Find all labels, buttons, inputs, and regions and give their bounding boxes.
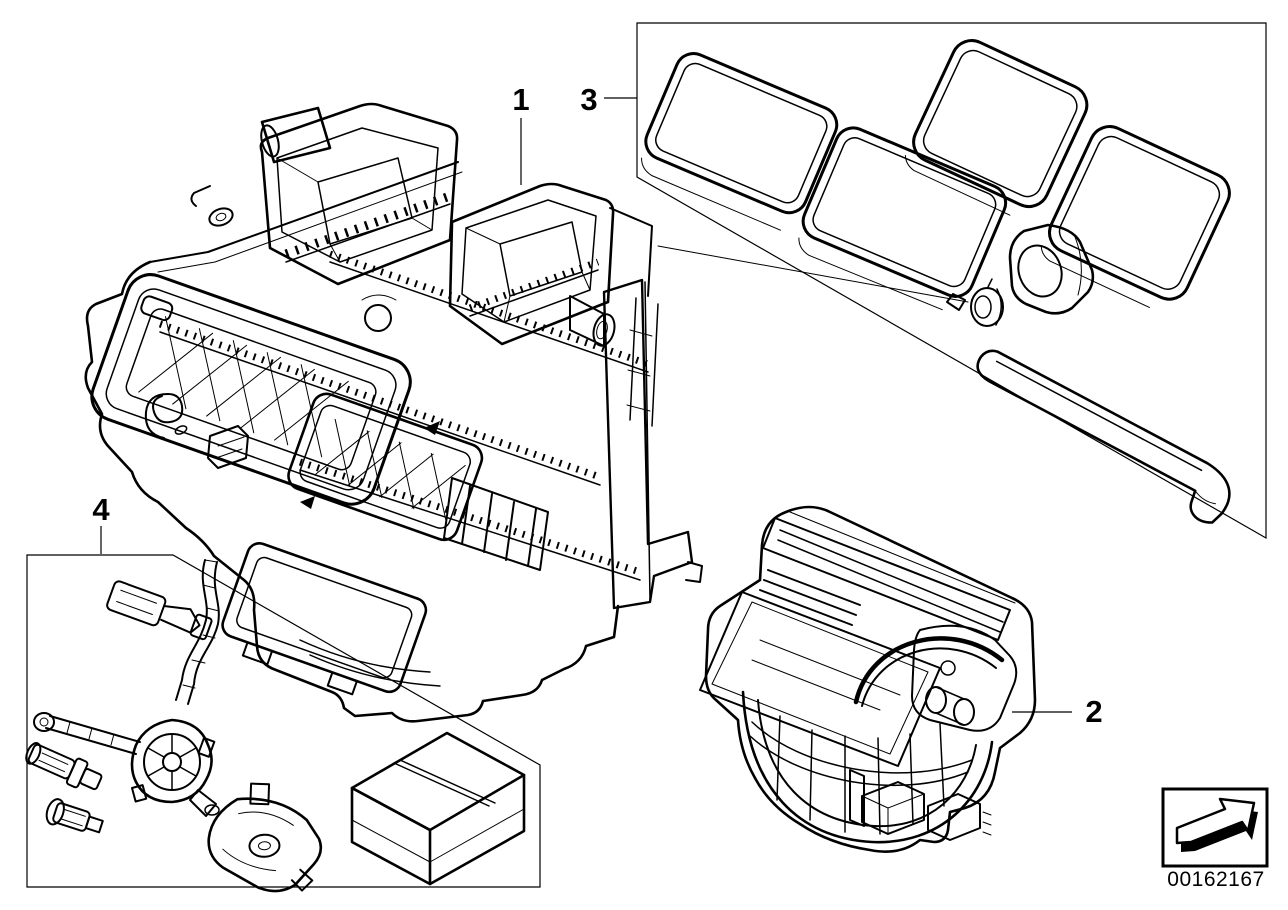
serrated-rails xyxy=(158,250,650,581)
microfilter-cover xyxy=(90,273,412,506)
side-bracket-panel xyxy=(602,278,703,610)
callout-1[interactable]: 1 xyxy=(512,82,529,117)
pipe-stub-right xyxy=(569,295,616,347)
parts-carton xyxy=(350,731,526,886)
mesh-hatch xyxy=(315,418,466,521)
housing-body-outline xyxy=(84,260,620,723)
mesh-hatch xyxy=(138,316,349,458)
group-boundary-4 xyxy=(26,554,541,888)
grommet xyxy=(946,278,1004,327)
blower-unit xyxy=(699,505,1037,853)
servo-motor-small xyxy=(207,782,323,893)
actuator-small-top xyxy=(106,580,213,641)
gasket-double-frame xyxy=(641,52,1008,311)
duct-opening-right xyxy=(448,182,615,346)
actuator-set-group xyxy=(25,554,541,893)
pipe-stub-top xyxy=(260,106,332,164)
spring-clip xyxy=(144,393,184,439)
bottom-tray xyxy=(221,542,428,696)
leader-line-grommet xyxy=(657,245,969,303)
gasket-square-upper xyxy=(904,39,1089,216)
blower-top-cover xyxy=(762,511,1016,641)
callout-4[interactable]: 4 xyxy=(92,492,110,527)
cable-plug xyxy=(25,742,103,791)
vent-louvers xyxy=(759,569,861,626)
heater-housing-assembly xyxy=(84,102,703,723)
control-rod xyxy=(175,559,220,705)
callout-3[interactable]: 3 xyxy=(580,82,597,117)
foam-sleeve-ring xyxy=(1008,223,1095,315)
blower-scroll xyxy=(741,690,994,844)
direction-arrow-icon xyxy=(1175,797,1258,852)
blower-filter-panel xyxy=(699,591,941,767)
wedge-bracket xyxy=(207,425,249,469)
callout-2[interactable]: 2 xyxy=(1085,694,1102,729)
footer-stamp: 00162167 xyxy=(1161,787,1269,891)
servo-motor-large xyxy=(130,718,220,817)
housing-right-column xyxy=(609,207,659,427)
blower-housing-outline xyxy=(704,505,1037,853)
callouts: 1 3 2 4 xyxy=(92,82,1102,729)
arrow-mark-2 xyxy=(300,496,315,509)
lever-arm-left xyxy=(33,712,141,755)
ribbed-block xyxy=(443,477,549,571)
arrow-mark-1 xyxy=(424,421,440,435)
image-number: 00162167 xyxy=(1167,868,1264,891)
gasket-set-group xyxy=(636,22,1267,540)
center-hole xyxy=(361,294,397,332)
small-oval-detail xyxy=(174,425,188,435)
duct-opening-left xyxy=(259,102,459,286)
mount-boss xyxy=(190,185,234,227)
blower-motor xyxy=(911,624,1018,732)
housing-roof-ridge xyxy=(149,161,463,273)
seal-strip xyxy=(976,349,1231,524)
gasket-square-right xyxy=(1040,125,1231,308)
group-boundary-3 xyxy=(636,22,1267,540)
connector-blocks xyxy=(849,769,992,841)
screw-plug xyxy=(45,798,104,834)
